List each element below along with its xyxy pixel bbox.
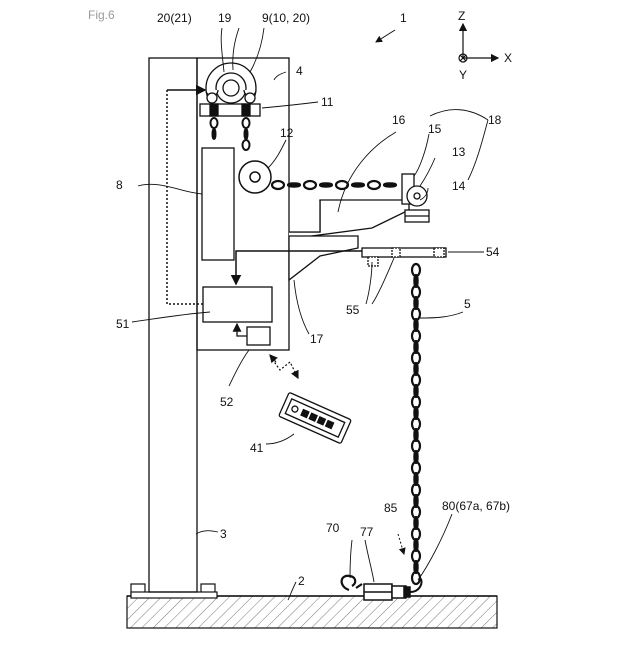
remote-controller [279,392,352,443]
label-15: 15 [428,122,442,136]
label-70: 70 [326,521,340,535]
label-77: 77 [360,525,374,539]
label-13: 13 [452,145,466,159]
label-8: 8 [116,178,123,192]
label-17: 17 [310,332,324,346]
lower-bracket [289,236,358,280]
label-4: 4 [296,64,303,78]
label-54: 54 [486,245,500,259]
label-9: 9(10, 20) [262,11,310,25]
arrow-85 [398,534,404,554]
label-3: 3 [220,527,227,541]
label-55: 55 [346,303,360,317]
axis-z-label: Z [458,9,465,23]
receiver-box [237,324,270,345]
column-feet [131,584,217,598]
label-16: 16 [392,113,406,127]
dotted-signal-line [167,90,205,304]
label-2: 2 [298,574,305,588]
label-1: 1 [400,11,407,25]
label-14: 14 [452,179,466,193]
motor-box [202,148,234,260]
axis-x-label: X [504,51,512,65]
sensor-rail [362,248,446,266]
label-51: 51 [116,317,130,331]
controller-box [203,287,272,322]
figure-title: Fig.6 [88,8,115,22]
label-12: 12 [280,126,294,140]
wireless-signal [270,355,298,378]
label-20: 20(21) [157,11,192,25]
base-plate [127,596,497,628]
label-85: 85 [384,501,398,515]
end-pulley [402,174,429,222]
coordinate-axes [459,24,498,62]
load-chain [412,264,420,584]
axis-y-label: Y [459,68,467,82]
label-18: 18 [488,113,502,127]
arrow-1 [376,30,395,42]
label-41: 41 [250,441,264,455]
column [149,58,197,592]
label-11: 11 [321,95,334,109]
label-80: 80(67a, 67b) [442,499,510,513]
chain-guide [200,104,260,116]
idler-sheave [239,161,271,193]
label-19: 19 [218,11,232,25]
chain-horizontal [272,181,396,189]
label-52: 52 [220,395,234,409]
chain-vertical-inner [211,118,250,150]
leader-lines [132,28,488,600]
label-5: 5 [464,297,471,311]
